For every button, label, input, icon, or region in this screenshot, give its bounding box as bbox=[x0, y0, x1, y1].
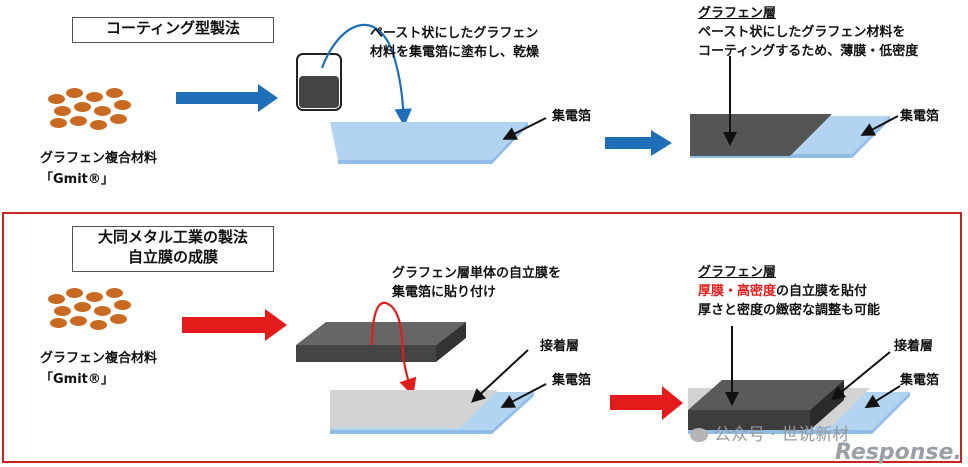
bottom-process-arrow-1 bbox=[182, 309, 287, 341]
bottom-material-label: グラフェン複合材料 bbox=[40, 351, 158, 366]
standalone-graphene-film bbox=[296, 322, 466, 362]
bottom-result-line2: 厚さと密度の緻密な調整も可能 bbox=[698, 303, 881, 318]
bottom-material-pellets-icon bbox=[44, 286, 134, 336]
top-result-line1: ペースト状にしたグラフェン材料を bbox=[698, 25, 906, 40]
foil-pointer-3 bbox=[500, 383, 547, 408]
attach-flow-arrow bbox=[370, 301, 417, 397]
bottom-process-arrow-2 bbox=[610, 386, 683, 420]
coating-note-line2: 材料を集電箔に塗布し、乾燥 bbox=[370, 45, 540, 60]
wechat-icon bbox=[690, 428, 708, 442]
bottom-result-title: グラフェン層 bbox=[698, 265, 777, 280]
coating-note-line1: ペースト状にしたグラフェン bbox=[370, 26, 539, 41]
bottom-section-frame bbox=[2, 212, 962, 463]
bottom-material-name: 「Gmit®」 bbox=[40, 372, 114, 387]
top-material-name: 「Gmit®」 bbox=[40, 172, 114, 187]
top-foil-label-1: 集電箔 bbox=[552, 109, 592, 124]
top-process-arrow-2 bbox=[605, 130, 672, 156]
adhesive-pointer-1 bbox=[471, 349, 529, 403]
foil-pointer-4 bbox=[864, 385, 901, 409]
foil-pointer-1 bbox=[502, 117, 547, 140]
daido-method-title-line2: 自立膜の成膜 bbox=[127, 248, 218, 266]
top-foil-label-2: 集電箔 bbox=[900, 109, 940, 124]
wechat-watermark-text: 公众号 · 世说新材 bbox=[714, 425, 850, 445]
bottom-result-highlight: 厚膜・高密度 bbox=[698, 284, 777, 299]
bottom-adhesive-label-1: 接着層 bbox=[540, 339, 580, 354]
coating-method-title-text: コーティング型製法 bbox=[105, 19, 241, 37]
response-logo-watermark: Response. bbox=[835, 440, 962, 465]
adhesive-pointer-2 bbox=[830, 351, 891, 401]
foil-pointer-2 bbox=[860, 115, 899, 136]
daido-method-title-line1: 大同メタル工業の製法 bbox=[97, 228, 248, 246]
bottom-result-line1: 厚膜・高密度の自立膜を貼付 bbox=[698, 283, 867, 301]
top-coated-foil bbox=[690, 114, 890, 158]
top-material-pellets-icon bbox=[44, 86, 134, 136]
bottom-adhesive-label-2: 接着層 bbox=[894, 339, 934, 354]
top-process-arrow-1 bbox=[176, 84, 278, 112]
coating-method-title: コーティング型製法 bbox=[72, 17, 274, 43]
top-foil-plate-1 bbox=[330, 122, 528, 164]
top-result-line2: コーティングするため、薄膜・低密度 bbox=[698, 44, 919, 59]
wechat-watermark: 公众号 · 世说新材 bbox=[690, 420, 849, 445]
paste-beaker-icon bbox=[296, 53, 342, 111]
top-material-label: グラフェン複合材料 bbox=[40, 151, 158, 166]
bottom-thick-film-stack bbox=[688, 380, 910, 434]
top-result-title: グラフェン層 bbox=[698, 6, 777, 21]
coating-flow-arrow bbox=[320, 23, 413, 127]
daido-method-title: 大同メタル工業の製法 自立膜の成膜 bbox=[72, 226, 274, 272]
bottom-foil-with-adhesive bbox=[330, 390, 534, 434]
bottom-foil-label-1: 集電箔 bbox=[552, 373, 592, 388]
bottom-foil-label-2: 集電箔 bbox=[900, 373, 940, 388]
attach-note-line1: グラフェン層単体の自立膜を bbox=[392, 266, 562, 281]
attach-note-line2: 集電箔に貼り付け bbox=[392, 285, 497, 300]
bottom-result-line1-rest: の自立膜を貼付 bbox=[776, 284, 868, 299]
